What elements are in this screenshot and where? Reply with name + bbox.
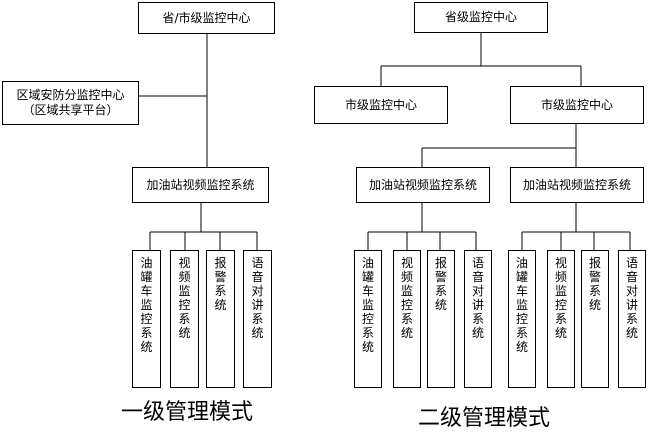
- right-group1-video-monitoring: 视频监控系统: [393, 250, 421, 388]
- regional-security-monitoring-center: 区域安防分监控中心 （区域共享平台）: [2, 81, 139, 125]
- city-monitoring-center-2: 市级监控中心: [510, 86, 644, 124]
- provincial-city-monitoring-center: 省/市级监控中心: [138, 2, 275, 34]
- right-group2-intercom-label: 语音对讲系统: [625, 256, 638, 340]
- one-level-mode-caption: 一级管理模式: [121, 400, 254, 425]
- right-group2-alarm: 报警系统: [581, 250, 609, 388]
- right-group2-video-monitoring: 视频监控系统: [547, 250, 575, 388]
- left-subsystem-tanker-monitoring-label: 油罐车监控系统: [140, 256, 153, 354]
- right-station-video-system-1-label: 加油站视频监控系统: [368, 177, 477, 192]
- right-group1-tanker-monitoring-label: 油罐车监控系统: [361, 256, 374, 354]
- right-group2-alarm-label: 报警系统: [588, 256, 601, 312]
- left-subsystem-tanker-monitoring: 油罐车监控系统: [132, 250, 161, 388]
- city-monitoring-center-2-label: 市级监控中心: [540, 97, 613, 112]
- right-group1-alarm: 报警系统: [427, 250, 455, 388]
- regional-center-subtitle: （区域共享平台）: [22, 103, 119, 117]
- regional-center-title: 区域安防分监控中心: [16, 88, 125, 102]
- right-station-video-system-1: 加油站视频监控系统: [356, 167, 490, 203]
- left-station-video-system-label: 加油站视频监控系统: [146, 177, 255, 192]
- left-subsystem-video-monitoring-label: 视频监控系统: [178, 256, 191, 340]
- city-monitoring-center-1: 市级监控中心: [314, 86, 448, 124]
- left-subsystem-alarm: 报警系统: [206, 250, 235, 388]
- right-group2-tanker-monitoring: 油罐车监控系统: [508, 250, 536, 388]
- right-group1-tanker-monitoring: 油罐车监控系统: [354, 250, 382, 388]
- right-group2-intercom: 语音对讲系统: [618, 250, 646, 388]
- right-group1-video-monitoring-label: 视频监控系统: [400, 256, 413, 340]
- provincial-city-monitoring-center-label: 省/市级监控中心: [162, 10, 251, 25]
- right-group1-intercom-label: 语音对讲系统: [471, 256, 484, 340]
- right-station-video-system-2: 加油站视频监控系统: [510, 167, 644, 203]
- right-group1-alarm-label: 报警系统: [434, 256, 447, 312]
- provincial-monitoring-center: 省级监控中心: [414, 2, 548, 33]
- right-group2-video-monitoring-label: 视频监控系统: [554, 256, 567, 340]
- city-monitoring-center-1-label: 市级监控中心: [344, 97, 417, 112]
- left-station-video-system: 加油站视频监控系统: [132, 167, 269, 203]
- two-level-mode-caption: 二级管理模式: [418, 406, 551, 431]
- left-subsystem-alarm-label: 报警系统: [214, 256, 227, 312]
- left-subsystem-intercom-label: 语音对讲系统: [251, 256, 264, 340]
- left-subsystem-intercom: 语音对讲系统: [243, 250, 272, 388]
- right-station-video-system-2-label: 加油站视频监控系统: [522, 177, 631, 192]
- left-subsystem-video-monitoring: 视频监控系统: [170, 250, 199, 388]
- provincial-monitoring-center-label: 省级监控中心: [444, 10, 517, 24]
- right-group2-tanker-monitoring-label: 油罐车监控系统: [515, 256, 528, 354]
- right-group1-intercom: 语音对讲系统: [464, 250, 492, 388]
